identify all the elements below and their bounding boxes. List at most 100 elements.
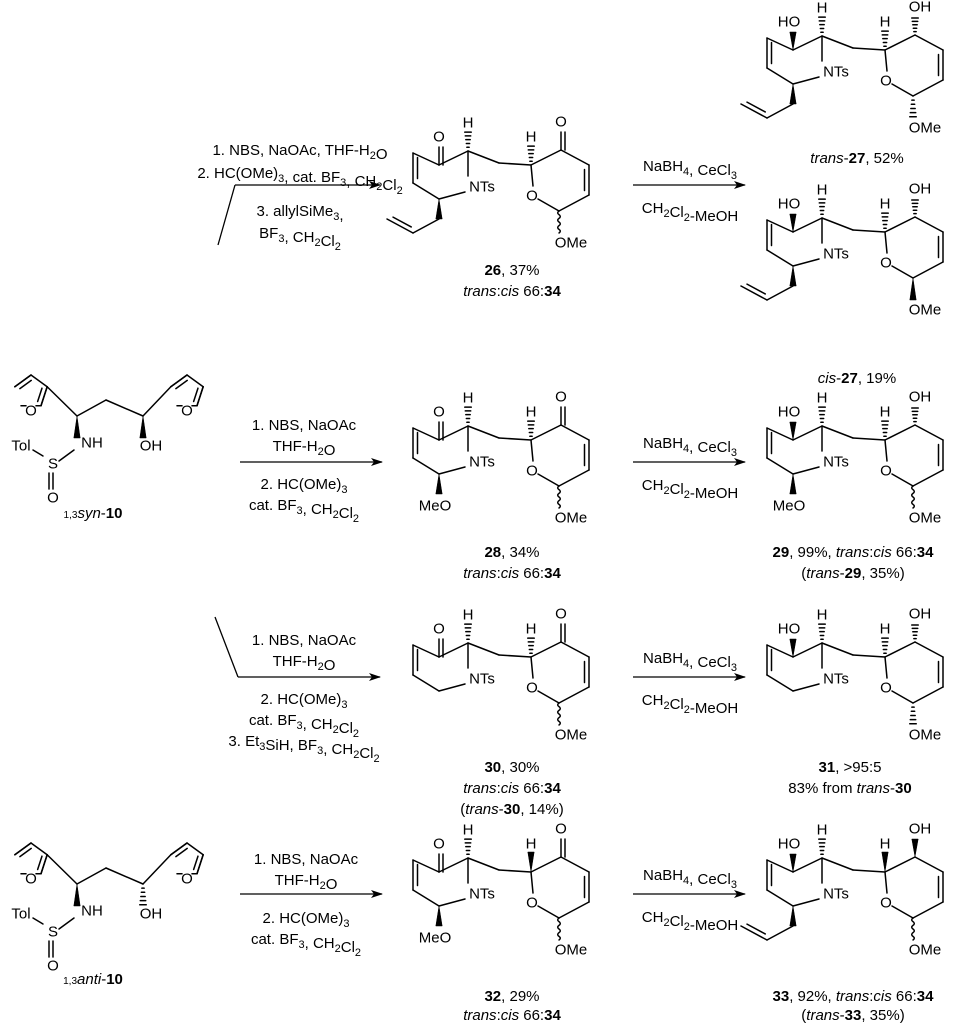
bridge-bond — [852, 437, 886, 441]
ring-oxygen: O — [880, 463, 892, 480]
furan-oxygen: O — [181, 870, 193, 887]
reagent-line: NaBH4, CeCl3 — [643, 435, 737, 459]
furan-alkene — [40, 385, 48, 407]
ring-bond — [766, 427, 794, 441]
bridge-bond — [821, 425, 854, 439]
bridge-bond — [498, 869, 532, 873]
ring-bond — [530, 871, 534, 894]
wavy-bond — [910, 917, 916, 941]
ring-bond — [537, 905, 560, 919]
wedge-bond — [73, 415, 81, 439]
methoxy-label: OMe — [555, 510, 588, 527]
hydroxyl-label: HO — [778, 621, 801, 638]
bridge-bond — [498, 437, 532, 441]
ring-bond — [792, 258, 820, 267]
ring-bond — [891, 905, 914, 919]
ring-bond — [884, 856, 916, 873]
h-label: H — [526, 404, 537, 421]
furan-alkene — [14, 842, 32, 856]
h-label: H — [817, 0, 828, 17]
ring-bond — [766, 67, 794, 85]
carbonyl-oxygen: O — [555, 606, 567, 623]
ring-bond — [438, 425, 469, 441]
reagent-line: BF3, CH2Cl2 — [259, 225, 341, 253]
furan-oxygen: O — [25, 402, 37, 419]
h-label: H — [880, 196, 891, 213]
furan-alkene — [14, 374, 32, 388]
h-label: H — [463, 390, 474, 407]
allyl-alkene — [392, 216, 412, 228]
reagent-line: CH2Cl2-MeOH — [642, 692, 738, 717]
ring-bond — [530, 641, 562, 658]
tolyl-label: Tol — [11, 906, 30, 923]
methoxy-label: MeO — [773, 498, 806, 515]
wedge-bond — [789, 83, 797, 105]
ring-oxygen: O — [880, 255, 892, 272]
allyl-alkene — [746, 923, 766, 935]
ring-bond — [530, 424, 562, 441]
compound-caption: 28, 34% — [484, 544, 539, 561]
sulfinyl-bond — [58, 449, 75, 462]
furan-alkene — [175, 379, 188, 390]
allyl-bond — [766, 103, 794, 119]
ring-bond — [792, 642, 823, 658]
reagent-line: cat. BF3, CH2Cl2 — [249, 497, 359, 525]
methoxy-label: OMe — [555, 727, 588, 744]
ring-bond — [884, 871, 888, 894]
ring-bond — [884, 231, 888, 254]
h-label: H — [817, 182, 828, 199]
compound-caption: 1,3syn-10 — [64, 505, 123, 522]
hydroxyl-label: OH — [909, 606, 932, 623]
wedge-bond — [435, 473, 443, 495]
furan-bond — [186, 842, 204, 856]
ring-bond — [912, 901, 944, 919]
compound-caption: (trans-30, 14%) — [460, 801, 563, 818]
sulfur-label: S — [48, 924, 58, 941]
furan-bond — [186, 374, 204, 388]
ring-bond — [912, 469, 944, 487]
compound-caption: trans:cis 66:34 — [463, 780, 561, 797]
wedge-bond — [435, 198, 443, 220]
reagent-line: THF-H2O — [273, 653, 336, 674]
nts-label: NTs — [823, 671, 849, 688]
ring-oxygen: O — [526, 895, 538, 912]
ring-bond — [891, 690, 914, 704]
wavy-bond — [910, 485, 916, 509]
h-label: H — [463, 115, 474, 132]
ring-bond — [766, 674, 794, 692]
sulfinyl-oxygen: O — [47, 958, 59, 975]
wedge-bond — [789, 265, 797, 287]
ring-bond — [914, 216, 944, 233]
h-label: H — [880, 836, 891, 853]
chain-bond — [46, 385, 78, 417]
compound-caption: (trans-29, 35%) — [801, 565, 904, 582]
ring-bond — [891, 83, 914, 97]
compound-caption: 1,3anti-10 — [63, 971, 123, 988]
ring-bond — [560, 856, 590, 873]
wedge-bond — [789, 31, 797, 51]
furan-bond — [30, 374, 48, 388]
nts-label: NTs — [823, 454, 849, 471]
ring-bond — [537, 690, 560, 704]
h-label: H — [817, 390, 828, 407]
chain-bond — [142, 853, 172, 885]
allyl-bond — [766, 925, 794, 941]
ring-bond — [438, 642, 469, 658]
ring-bond — [884, 216, 916, 233]
hydroxyl-label: OH — [140, 906, 163, 923]
furan-alkene — [192, 387, 199, 403]
ring-bond — [530, 656, 534, 679]
reagent-line: cat. BF3, CH2Cl2 — [251, 931, 361, 959]
bridge-bond — [852, 47, 886, 51]
h-label: H — [817, 607, 828, 624]
wedge-bond — [789, 853, 797, 873]
wedge-bond — [881, 851, 889, 873]
ring-bond — [884, 656, 888, 679]
bridge-bond — [821, 857, 854, 871]
furan-alkene — [175, 847, 188, 858]
ring-oxygen: O — [526, 463, 538, 480]
ring-bond — [438, 150, 469, 166]
carbonyl-oxygen: O — [555, 114, 567, 131]
ring-bond — [912, 261, 944, 279]
reagent-line: 2. HC(OMe)3 — [263, 910, 350, 930]
